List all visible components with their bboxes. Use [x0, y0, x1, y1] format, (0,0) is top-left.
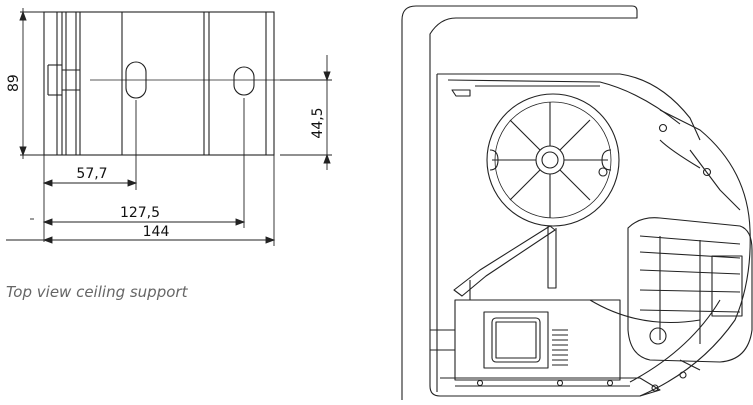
dimension-144 [6, 155, 276, 246]
dimension-89 [19, 8, 44, 159]
dim-label-127-5: 127,5 [120, 205, 160, 221]
dim-label-89: 89 [6, 74, 22, 92]
slot-hole-right [233, 66, 255, 96]
bracket-outline [43, 11, 275, 156]
dim-label-44-5: 44,5 [310, 107, 326, 138]
dimension-44-5 [280, 55, 332, 170]
dimension-57-7 [42, 100, 138, 242]
caption-top-view: Top view ceiling support [6, 283, 188, 301]
housing-outline [401, 5, 640, 400]
roller-tube [486, 93, 620, 227]
top-view-ceiling-support [43, 11, 300, 156]
slot-hole-left [125, 61, 147, 99]
cassette-cross-section [401, 5, 753, 400]
gear-motor-block [627, 217, 753, 363]
spring [552, 329, 568, 366]
dim-label-144: 144 [143, 224, 170, 240]
square-profile [483, 311, 549, 369]
dim-label-57-7: 57,7 [76, 166, 107, 182]
roller-hub [535, 145, 565, 175]
dimension-127-5 [30, 98, 246, 228]
